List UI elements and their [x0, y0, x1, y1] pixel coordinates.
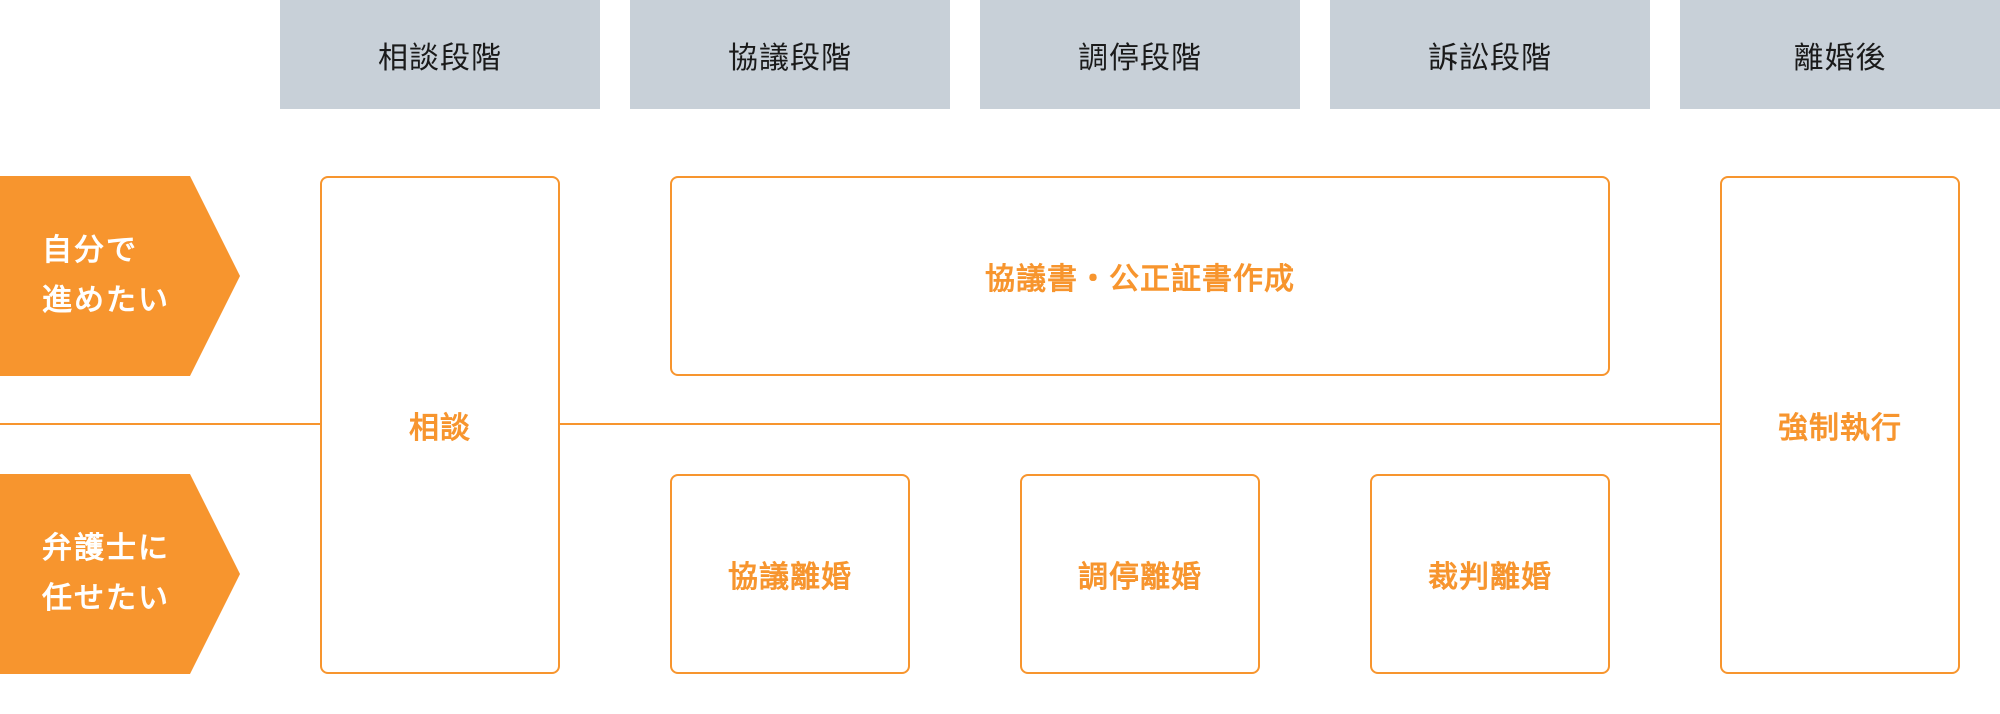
stage-header-litigation: 訴訟段階 [1330, 0, 1650, 109]
enforcement-box: 強制執行 [1720, 176, 1960, 674]
arrow-tag-icon [0, 474, 240, 674]
path-label-line: 弁護士に [42, 531, 170, 566]
stage-header-mediation: 調停段階 [980, 0, 1300, 109]
stage-header-negotiation: 協議段階 [630, 0, 950, 109]
agreement-divorce-box: 協議離婚 [670, 474, 910, 674]
stage-label: 協議段階 [728, 40, 852, 76]
path-label-self: 自分で 進めたい [0, 176, 240, 376]
box-label: 調停離婚 [1078, 560, 1202, 595]
box-label: 協議離婚 [728, 560, 852, 595]
box-label: 協議書・公正証書作成 [985, 262, 1295, 297]
box-label: 相談 [409, 411, 471, 446]
path-label-line: 自分で [42, 233, 138, 268]
connector-line-center [558, 423, 1722, 425]
path-label-lawyer: 弁護士に 任せたい [0, 474, 240, 674]
arrow-tag-icon [0, 176, 240, 376]
agreement-docs-box: 協議書・公正証書作成 [670, 176, 1610, 376]
box-label: 強制執行 [1778, 411, 1902, 446]
stage-header-consultation: 相談段階 [280, 0, 600, 109]
stage-label: 離婚後 [1793, 40, 1887, 76]
mediation-divorce-box: 調停離婚 [1020, 474, 1260, 674]
path-label-line: 任せたい [42, 581, 170, 616]
stage-label: 相談段階 [378, 40, 502, 76]
stage-header-after-divorce: 離婚後 [1680, 0, 2000, 109]
path-label-line: 進めたい [42, 283, 170, 318]
box-label: 裁判離婚 [1428, 560, 1552, 595]
stage-label: 調停段階 [1078, 40, 1202, 76]
consultation-box: 相談 [320, 176, 560, 674]
stage-label: 訴訟段階 [1428, 40, 1552, 76]
connector-line-left [0, 423, 322, 425]
judicial-divorce-box: 裁判離婚 [1370, 474, 1610, 674]
